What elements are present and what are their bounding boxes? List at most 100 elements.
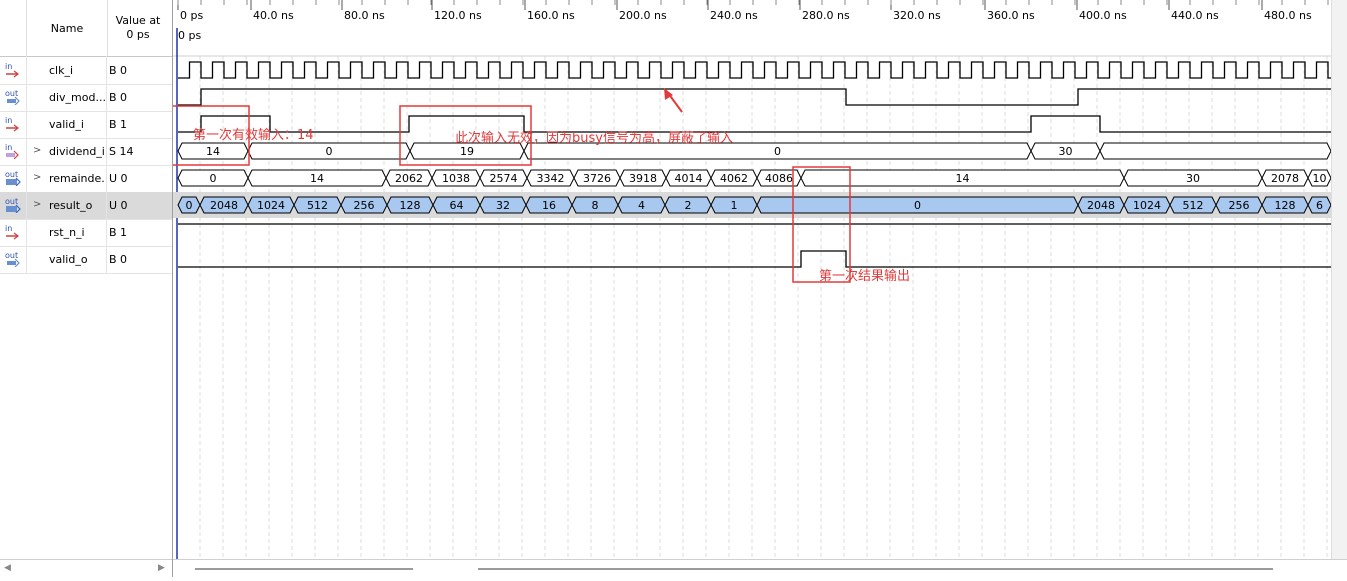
annotation-invalid-input: 此次输入无效，因为busy信号为高，屏蔽了输入 xyxy=(455,131,733,146)
waveform-horizontal-scrollbar[interactable] xyxy=(173,559,1347,578)
signal-name: clk_i xyxy=(49,64,74,77)
remainder-bus-value-label: 0 xyxy=(210,172,217,185)
scroll-left-icon[interactable]: ◀ xyxy=(4,563,11,573)
result-bus-value-label: 128 xyxy=(1275,199,1296,212)
waveform-trace xyxy=(178,250,1331,268)
chevron-right-icon[interactable]: > xyxy=(33,172,42,183)
signal-name: remainde... xyxy=(49,172,105,185)
annotation-box xyxy=(399,105,532,166)
signal-row[interactable]: in rst_n_i B 1 xyxy=(0,219,172,247)
signal-name: rst_n_i xyxy=(49,226,85,239)
annotation-first-input: 第一次有效输入：14 xyxy=(193,128,314,143)
result-bus-value-label: 256 xyxy=(354,199,375,212)
result-bus-value-label: 32 xyxy=(496,199,510,212)
remainder-bus-value-label: 14 xyxy=(310,172,324,185)
svg-text:in: in xyxy=(5,143,12,152)
dividend-bus-value-label: 19 xyxy=(460,145,474,158)
result-bus-value-label: 0 xyxy=(186,199,193,212)
signal-row[interactable]: out div_mod... B 0 xyxy=(0,84,172,112)
result-bus-value-label: 1024 xyxy=(257,199,285,212)
output-pin-icon: out xyxy=(4,89,22,106)
output-pin-icon: out xyxy=(4,197,22,214)
value-column-header[interactable]: Value at 0 ps xyxy=(115,14,161,41)
result-bus-value-label: 2048 xyxy=(1087,199,1115,212)
dividend-bus-value-label: 30 xyxy=(1059,145,1073,158)
result-bus-value-label: 2048 xyxy=(210,199,238,212)
waveform-trace xyxy=(178,88,1331,106)
svg-text:out: out xyxy=(5,170,18,179)
remainder-bus-value-label: 2078 xyxy=(1271,172,1299,185)
signal-list-header: Name Value at 0 ps xyxy=(0,0,172,57)
remainder-bus-value-label: 2574 xyxy=(490,172,518,185)
time-tick-label: 120.0 ns xyxy=(434,9,482,22)
signal-list-scrollbar[interactable]: ◀ ▶ xyxy=(0,559,172,578)
signal-value: B 0 xyxy=(109,64,128,77)
dividend-bus-value-label: 0 xyxy=(774,145,781,158)
output-pin-icon: out xyxy=(4,170,22,187)
result-bus-value-label: 4 xyxy=(638,199,645,212)
scroll-right-icon[interactable]: ▶ xyxy=(158,563,165,573)
signal-name: div_mod... xyxy=(49,91,105,104)
remainder-bus-value-label: 10 xyxy=(1313,172,1327,185)
signal-value: S 14 xyxy=(109,145,134,158)
svg-text:out: out xyxy=(5,197,18,206)
annotation-first-output: 第一次结果输出 xyxy=(819,269,911,284)
time-tick-label: 240.0 ns xyxy=(710,9,758,22)
time-tick-label: 0 ps xyxy=(180,9,204,22)
time-tick-label: 80.0 ns xyxy=(344,9,385,22)
result-bus-value-label: 8 xyxy=(592,199,599,212)
signal-name: valid_o xyxy=(49,253,88,266)
signal-value: B 1 xyxy=(109,118,128,131)
signal-row[interactable]: in valid_i B 1 xyxy=(0,111,172,139)
result-bus-value-label: 2 xyxy=(685,199,692,212)
column-divider xyxy=(26,56,27,273)
dividend-bus-value-label: 0 xyxy=(326,145,333,158)
signal-name: dividend_i xyxy=(49,145,105,158)
remainder-bus-value-label: 30 xyxy=(1186,172,1200,185)
result-bus-value-label: 256 xyxy=(1229,199,1250,212)
remainder-bus-value-label: 4086 xyxy=(765,172,793,185)
result-bus-value-label: 64 xyxy=(450,199,464,212)
input-pin-icon: in xyxy=(4,143,22,160)
svg-text:in: in xyxy=(5,224,12,233)
signal-row[interactable]: out > result_o U 0 xyxy=(0,192,172,220)
svg-text:in: in xyxy=(5,116,12,125)
signal-list-panel: Name Value at 0 ps in clk_i B 0 out div_mod.… xyxy=(0,0,173,577)
signal-name: result_o xyxy=(49,199,93,212)
time-tick-label: 480.0 ns xyxy=(1264,9,1312,22)
time-tick-label: 320.0 ns xyxy=(893,9,941,22)
chevron-right-icon[interactable]: > xyxy=(33,199,42,210)
signal-row[interactable]: in > dividend_i S 14 xyxy=(0,138,172,166)
remainder-bus-value-label: 2062 xyxy=(395,172,423,185)
signal-name: valid_i xyxy=(49,118,84,131)
chevron-right-icon[interactable]: > xyxy=(33,145,42,156)
result-bus-value-label: 512 xyxy=(307,199,328,212)
svg-text:in: in xyxy=(5,62,12,71)
annotation-arrow-icon xyxy=(664,88,673,100)
result-bus-value-label: 512 xyxy=(1183,199,1204,212)
input-pin-icon: in xyxy=(4,224,22,240)
time-tick-label: 400.0 ns xyxy=(1079,9,1127,22)
signal-value: U 0 xyxy=(109,199,128,212)
svg-text:out: out xyxy=(5,251,18,260)
signal-value: U 0 xyxy=(109,172,128,185)
name-column-header[interactable]: Name xyxy=(26,0,108,56)
time-tick-label: 440.0 ns xyxy=(1171,9,1219,22)
remainder-bus-value-label: 3342 xyxy=(537,172,565,185)
time-tick-label: 200.0 ns xyxy=(619,9,667,22)
result-bus-value-label: 0 xyxy=(914,199,921,212)
result-bus-value-label: 1 xyxy=(731,199,738,212)
annotation-box xyxy=(792,166,851,283)
result-bus-value-label: 128 xyxy=(400,199,421,212)
waveform-vertical-scrollbar[interactable] xyxy=(1331,0,1347,559)
result-bus-value-label: 1024 xyxy=(1133,199,1161,212)
signal-value: B 0 xyxy=(109,91,128,104)
remainder-bus-value-label: 4062 xyxy=(720,172,748,185)
time-tick-label: 160.0 ns xyxy=(527,9,575,22)
time-tick-label: 280.0 ns xyxy=(802,9,850,22)
signal-row[interactable]: in clk_i B 0 xyxy=(0,57,172,85)
signal-value: B 1 xyxy=(109,226,128,239)
